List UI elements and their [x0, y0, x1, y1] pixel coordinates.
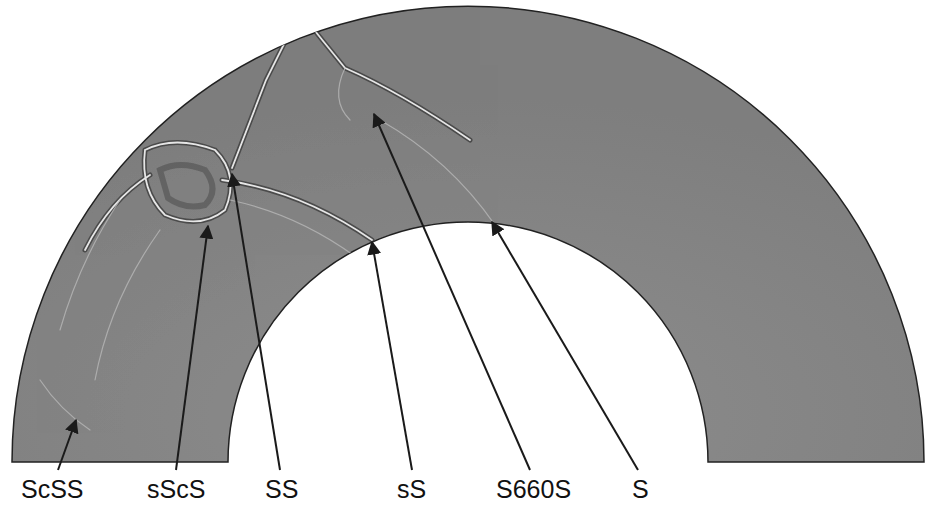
- wavefronts: [40, 12, 495, 430]
- wave-phase-label: S660S: [496, 476, 571, 504]
- leader-arrow: [372, 242, 412, 470]
- wave-phase-label: sScS: [147, 476, 205, 504]
- leader-arrow: [58, 420, 76, 470]
- leader-arrow: [374, 114, 530, 470]
- leader-arrow: [232, 174, 280, 470]
- leader-arrow: [176, 226, 208, 470]
- mantle-annulus: [12, 6, 924, 462]
- leader-arrows: [58, 114, 638, 470]
- leader-arrow: [492, 222, 638, 470]
- wave-phase-label: sS: [397, 476, 426, 504]
- wave-phase-label: S: [632, 476, 649, 504]
- wave-phase-label: ScSS: [21, 476, 84, 504]
- wave-phase-label: SS: [265, 476, 298, 504]
